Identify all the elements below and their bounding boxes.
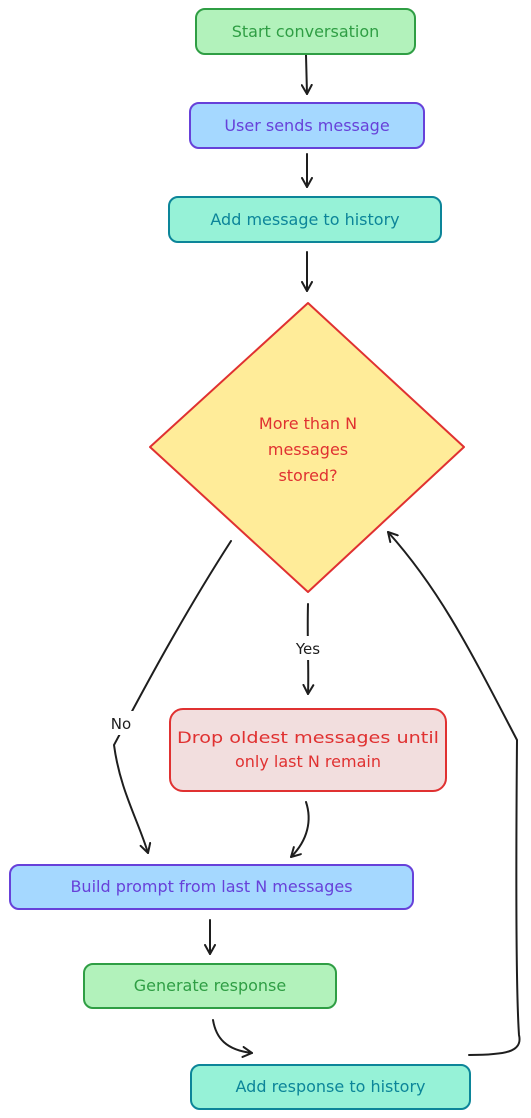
drop-node — [169, 708, 447, 792]
generate-node — [83, 963, 337, 1009]
no-label-bg — [104, 711, 138, 735]
start-node-label: Start conversation — [232, 22, 380, 41]
add-message-node-label: Add message to history — [210, 210, 399, 229]
edge-decision-no — [113, 540, 232, 854]
decision-node-line3: stored? — [278, 466, 337, 485]
edge-drop-to-build — [290, 801, 310, 858]
decision-node-line2: messages — [268, 440, 348, 459]
edge-generate-to-add-response — [212, 1019, 253, 1058]
build-prompt-node — [9, 864, 414, 910]
decision-node-line1: More than N — [259, 414, 357, 433]
drop-node-line1: Drop oldest messages until — [177, 728, 439, 747]
yes-label: Yes — [295, 640, 320, 658]
add-response-node — [190, 1064, 471, 1110]
add-message-node — [168, 196, 442, 243]
edge-start-to-user — [300, 54, 313, 95]
start-node — [195, 8, 416, 55]
build-prompt-node-label: Build prompt from last N messages — [70, 877, 352, 896]
user-sends-node — [189, 102, 425, 149]
generate-node-label: Generate response — [134, 976, 286, 995]
yes-label-bg — [288, 636, 328, 660]
edge-loop-back — [387, 531, 521, 1056]
decision-node — [149, 302, 465, 593]
no-label: No — [111, 715, 131, 733]
user-sends-node-label: User sends message — [224, 116, 389, 135]
drop-node-line2: only last N remain — [235, 752, 381, 771]
add-response-node-label: Add response to history — [236, 1077, 426, 1096]
